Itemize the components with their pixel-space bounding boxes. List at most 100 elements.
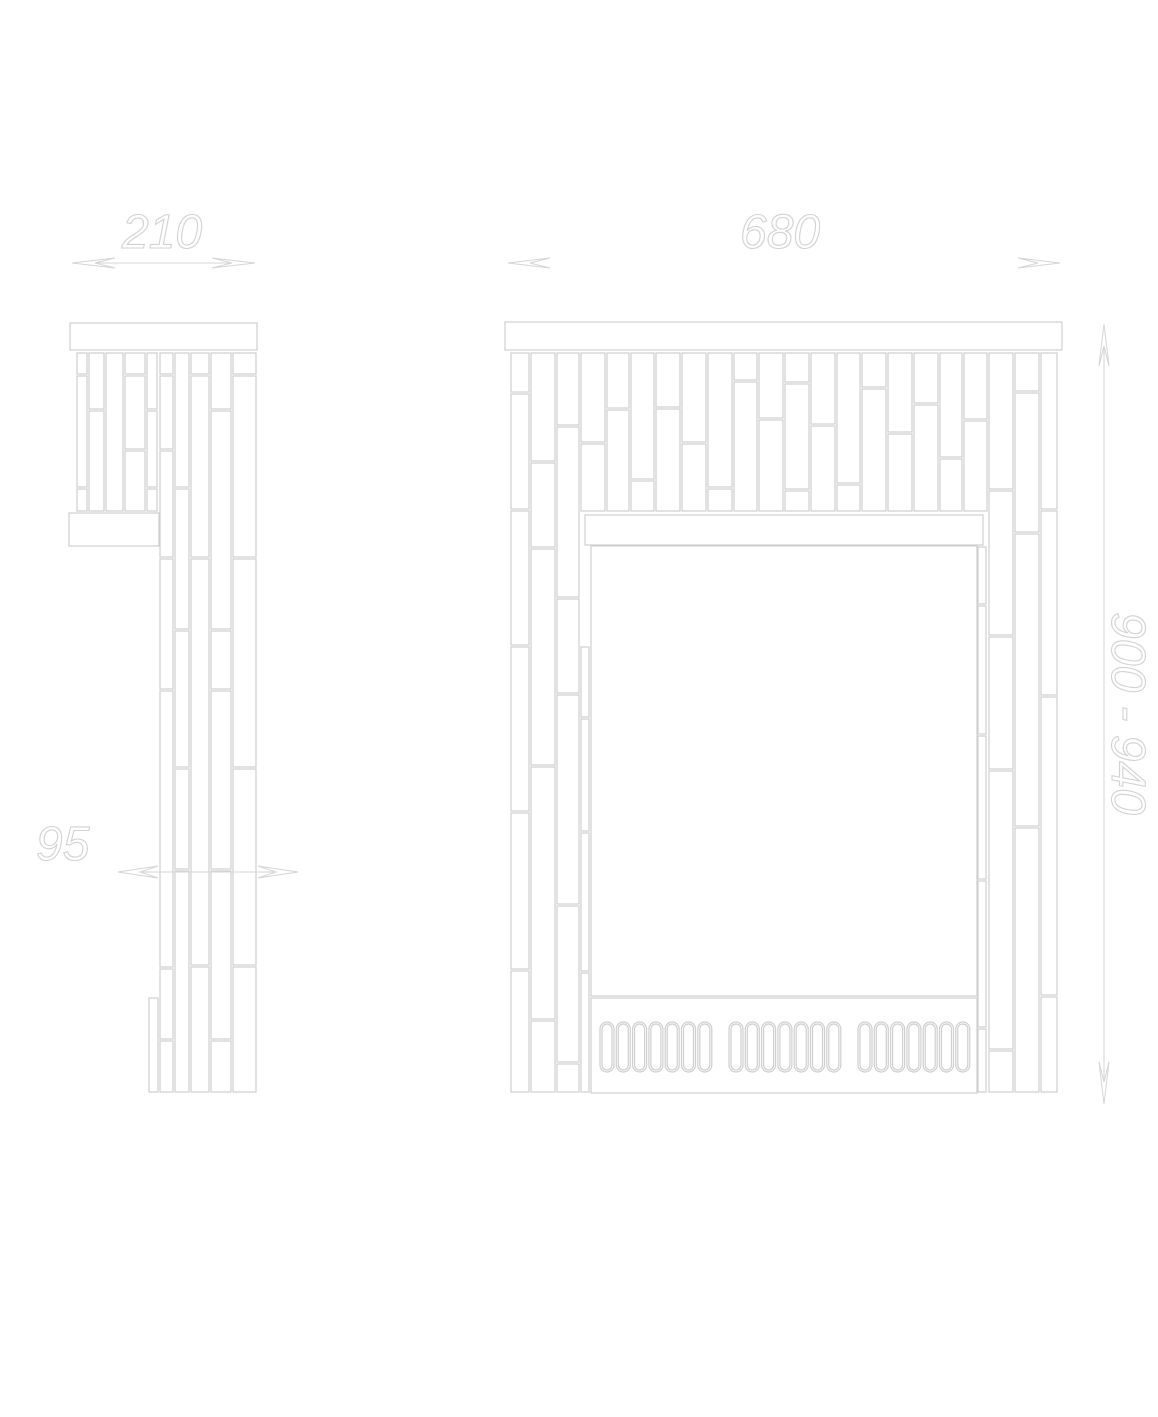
tile	[1040, 996, 1058, 1093]
tile	[210, 352, 232, 410]
side-cap-tile	[69, 322, 258, 351]
grille-slot-inner	[811, 1023, 824, 1071]
tile	[556, 426, 580, 598]
tile	[174, 488, 190, 630]
tile	[510, 352, 530, 393]
grille-slot	[777, 1021, 793, 1073]
dimension-front-width: 680	[740, 206, 820, 259]
tile	[810, 425, 836, 512]
tile	[784, 352, 810, 383]
grille-slot-inner	[859, 1023, 871, 1071]
side-lintel-tile	[68, 512, 160, 547]
tile	[174, 352, 190, 488]
tile	[733, 352, 758, 381]
tile	[76, 488, 88, 512]
tile	[784, 490, 810, 512]
tile	[556, 352, 580, 426]
grille-slot	[599, 1021, 615, 1073]
tile	[232, 558, 257, 768]
grille-slot	[889, 1021, 906, 1073]
grille-slot-inner	[891, 1023, 904, 1071]
tile	[174, 630, 190, 768]
grille-slot	[631, 1021, 648, 1073]
grille-slot	[826, 1021, 842, 1073]
tile	[76, 375, 88, 488]
tile	[580, 443, 606, 512]
tile	[784, 383, 810, 490]
tile	[861, 352, 887, 388]
tile	[159, 352, 174, 375]
tile	[556, 1063, 580, 1093]
grille-slot	[664, 1021, 680, 1073]
tile	[174, 870, 190, 1093]
grille-panel	[590, 997, 978, 1094]
grille-slot	[955, 1021, 971, 1073]
grille-slot-inner	[699, 1023, 711, 1071]
front-cap-tile	[504, 321, 1063, 351]
tile	[530, 766, 556, 1020]
grille-slot	[857, 1021, 873, 1073]
grille-slot-inner	[795, 1023, 807, 1071]
tile	[210, 870, 232, 1040]
grille-slot	[760, 1021, 777, 1073]
tile	[606, 352, 630, 409]
tile	[1014, 827, 1040, 1093]
tile	[977, 1028, 987, 1093]
tile	[580, 352, 606, 443]
tile	[190, 558, 210, 966]
grille-slot	[809, 1021, 826, 1073]
tile	[988, 636, 1014, 770]
tile	[810, 352, 836, 425]
tile	[510, 646, 530, 812]
grille-slot	[938, 1021, 955, 1073]
grille-slot	[680, 1021, 697, 1073]
tile	[1014, 533, 1040, 827]
tile	[681, 443, 707, 512]
grille-slot	[697, 1021, 713, 1073]
tile	[963, 352, 988, 420]
tile	[988, 490, 1014, 636]
tile	[146, 488, 158, 512]
tile	[159, 690, 174, 968]
tile	[580, 972, 590, 1093]
tile	[707, 488, 733, 512]
tile	[988, 770, 1014, 1050]
dimension-height: 900 - 940	[1101, 612, 1154, 815]
tile	[232, 375, 257, 558]
front-elevation	[504, 321, 1063, 1094]
firebox-opening	[590, 545, 978, 997]
grille-slot-inner	[957, 1023, 969, 1071]
tile	[159, 375, 174, 450]
side-elevation	[68, 322, 258, 1093]
lintel-tile	[584, 514, 984, 546]
tile	[733, 381, 758, 512]
tile	[707, 352, 733, 488]
tile	[530, 548, 556, 766]
tile	[606, 409, 630, 512]
tile	[939, 458, 963, 512]
tile	[655, 352, 681, 408]
tile	[913, 404, 939, 512]
dimension-arrow-side	[71, 257, 256, 269]
tile	[580, 718, 590, 832]
tile	[1014, 352, 1040, 392]
tile	[988, 352, 1014, 490]
tile	[124, 375, 146, 450]
tile	[159, 1040, 174, 1093]
tile	[159, 558, 174, 690]
tile	[232, 352, 257, 375]
tile	[1040, 510, 1058, 696]
tile	[232, 768, 257, 966]
tile	[530, 462, 556, 548]
grille-slot-inner	[650, 1023, 662, 1071]
tile	[190, 375, 210, 558]
tile	[913, 352, 939, 404]
tile	[887, 433, 913, 512]
tile	[556, 905, 580, 1063]
tile	[977, 605, 987, 735]
dimension-arrow-front	[507, 257, 1061, 269]
tile	[1014, 392, 1040, 533]
tile	[210, 630, 232, 690]
grille-slot-inner	[940, 1023, 953, 1071]
